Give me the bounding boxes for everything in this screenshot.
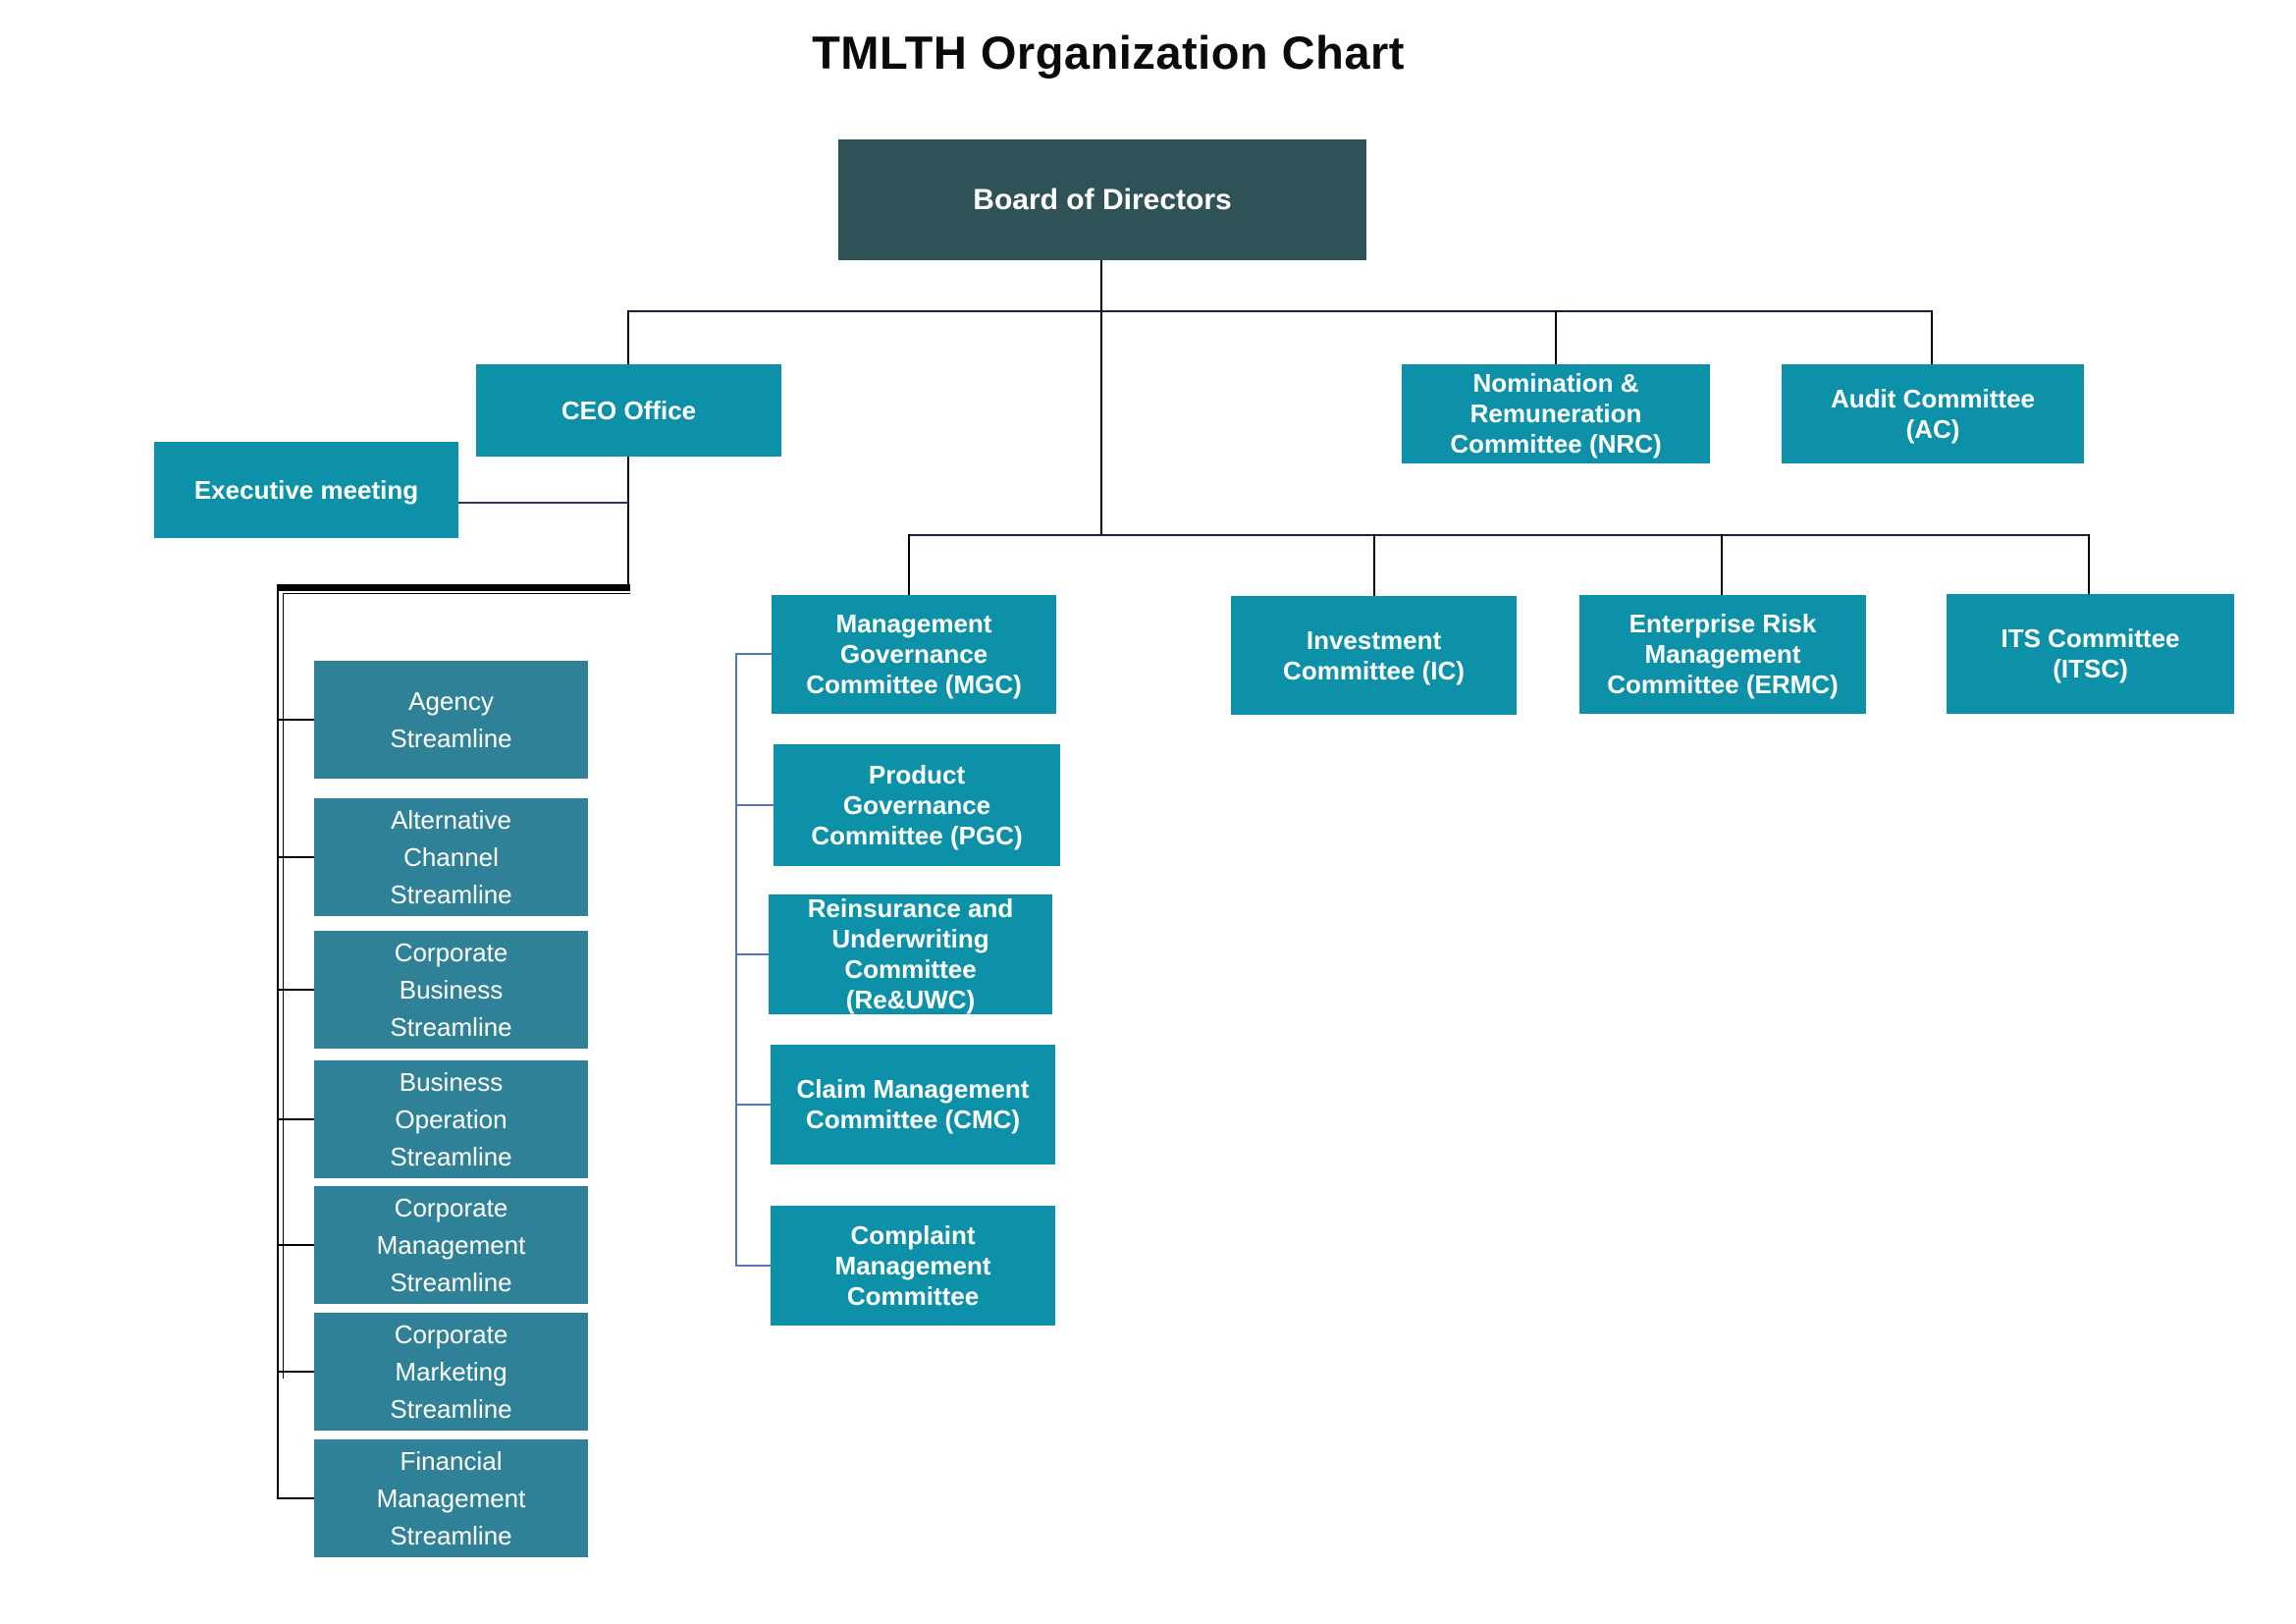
connector-nrc-drop: [1555, 310, 1557, 366]
connector-committee-rail: [908, 534, 2090, 536]
org-node-corporate-business-streamline: Corporate Business Streamline: [314, 931, 588, 1049]
connector-top-rail: [627, 310, 1933, 312]
org-node-agency-streamline: Agency Streamline: [314, 661, 588, 779]
connector-stub-reuwc: [735, 953, 771, 955]
org-node-executive-meeting: Executive meeting: [154, 442, 458, 538]
connector-ermc-drop: [1721, 534, 1723, 597]
connector-stub-cmc: [735, 1104, 772, 1106]
connector-audit-drop: [1931, 310, 1933, 366]
org-node-ceo-office: CEO Office: [476, 364, 781, 457]
connector-board-drop: [1100, 260, 1102, 536]
org-node-claim-management-committee: Claim Management Committee (CMC): [771, 1045, 1055, 1164]
chart-title: TMLTH Organization Chart: [812, 27, 1405, 79]
connector-mgc-drop: [908, 534, 910, 597]
org-node-financial-management-streamline: Financial Management Streamline: [314, 1439, 588, 1557]
connector-executive-meeting: [458, 502, 628, 504]
org-node-investment-committee: Investment Committee (IC): [1231, 596, 1517, 715]
connector-thick-bar: [277, 584, 630, 591]
connector-ceo-drop: [627, 310, 629, 366]
connector-stub-corporate-marketing: [277, 1371, 314, 1373]
org-node-management-governance-committee: Management Governance Committee (MGC): [772, 595, 1056, 714]
org-node-audit-committee: Audit Committee (AC): [1782, 364, 2084, 463]
org-node-reinsurance-underwriting-committee: Reinsurance and Underwriting Committee (…: [769, 893, 1052, 1014]
org-node-corporate-management-streamline: Corporate Management Streamline: [314, 1186, 588, 1304]
connector-streamline-rail: [277, 584, 279, 1499]
org-node-board-of-directors: Board of Directors: [838, 139, 1366, 260]
org-node-product-governance-committee: Product Governance Committee (PGC): [774, 744, 1060, 866]
connector-ceo-bottom-drop: [627, 457, 629, 587]
org-node-alternative-channel-streamline: Alternative Channel Streamline: [314, 798, 588, 916]
connector-stub-business-operation: [277, 1118, 314, 1120]
connector-stub-mgc: [735, 653, 773, 655]
connector-stub-complaint: [735, 1265, 772, 1267]
org-node-enterprise-risk-management-committee: Enterprise Risk Management Committee (ER…: [1579, 595, 1866, 714]
connector-stub-corporate-management: [277, 1244, 314, 1246]
connector-stub-pgc: [735, 804, 774, 806]
connector-stub-financial-management: [277, 1497, 314, 1499]
connector-ic-drop: [1373, 534, 1375, 598]
connector-thick-bar-echo: [283, 593, 630, 594]
org-node-business-operation-streamline: Business Operation Streamline: [314, 1060, 588, 1178]
connector-streamline-rail-echo: [283, 593, 284, 1379]
connector-stub-corporate-business: [277, 989, 314, 991]
connector-itsc-drop: [2088, 534, 2090, 596]
connector-stub-agency: [277, 719, 314, 721]
org-node-complaint-management-committee: Complaint Management Committee: [771, 1206, 1055, 1326]
org-node-its-committee: ITS Committee (ITSC): [1947, 594, 2234, 714]
org-node-corporate-marketing-streamline: Corporate Marketing Streamline: [314, 1313, 588, 1431]
connector-stub-alternative-channel: [277, 856, 314, 858]
connector-governance-rail: [735, 653, 737, 1267]
org-node-nomination-remuneration-committee: Nomination & Remuneration Committee (NRC…: [1402, 364, 1710, 463]
